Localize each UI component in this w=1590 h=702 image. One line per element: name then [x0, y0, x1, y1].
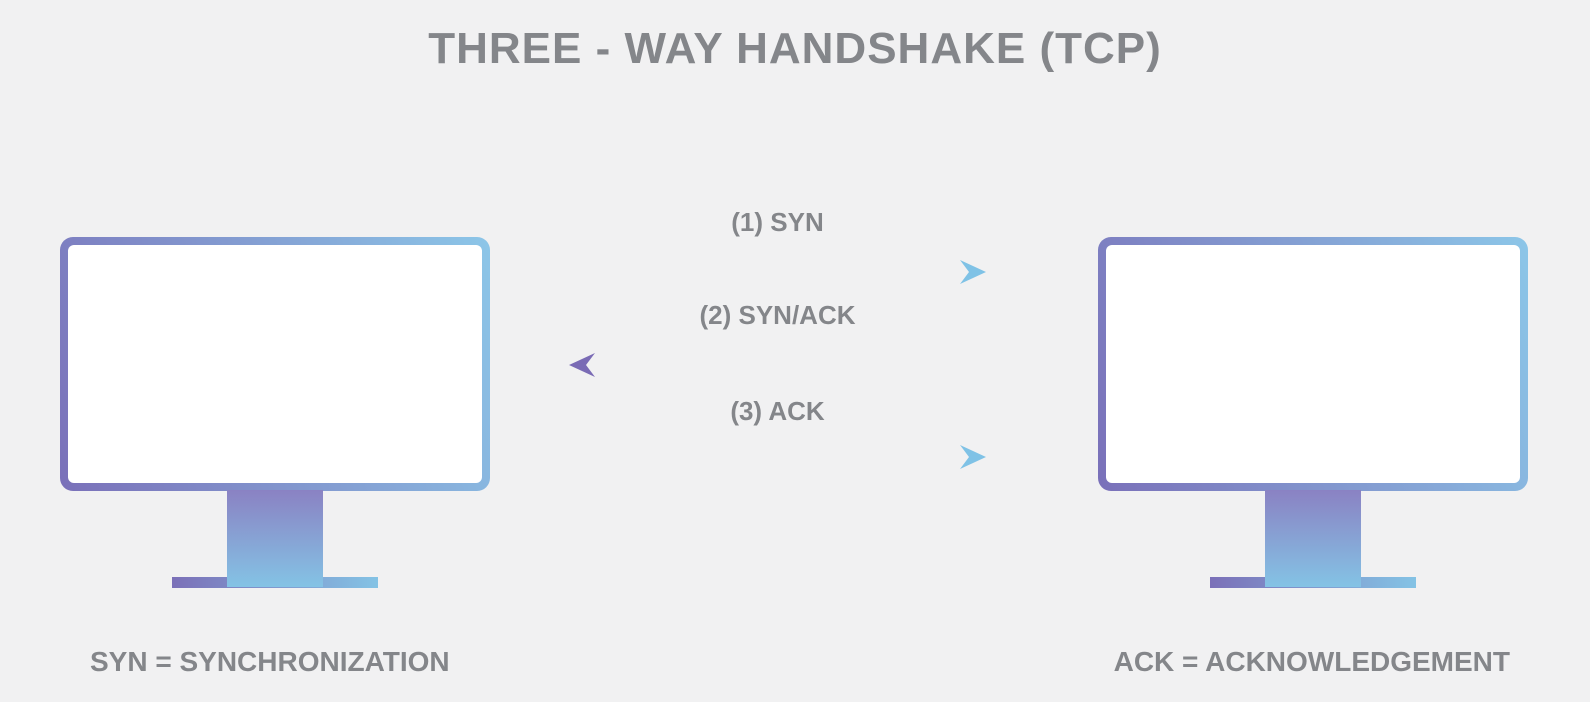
step1-label: (1) SYN [731, 207, 824, 237]
ack-legend: ACK = ACKNOWLEDGEMENT [1113, 646, 1510, 677]
monitor-icon [60, 237, 490, 491]
monitor-stand [1265, 490, 1361, 587]
step2-label: (2) SYN/ACK [699, 300, 856, 330]
monitor-stand [227, 490, 323, 587]
monitor-icon [1098, 237, 1528, 491]
client-computer [60, 237, 490, 593]
diagram-title: THREE - WAY HANDSHAKE (TCP) [428, 24, 1162, 73]
ack-arrow-right-icon [567, 445, 986, 469]
server-computer [1098, 237, 1528, 593]
monitor-screen [68, 245, 482, 483]
syn-legend: SYN = SYNCHRONIZATION [90, 646, 450, 677]
monitor-screen [1106, 245, 1520, 483]
synack-arrow-left-icon [569, 353, 988, 377]
step3-label: (3) ACK [730, 396, 825, 426]
syn-arrow-right-icon [567, 260, 986, 284]
